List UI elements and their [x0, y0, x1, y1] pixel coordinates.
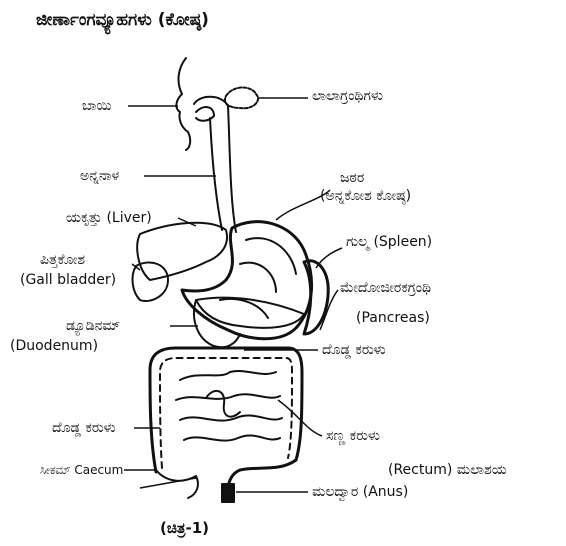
anus-shape	[222, 484, 234, 502]
liver-shape	[137, 223, 227, 280]
label-large-intestine: ದೊಡ್ಡ ಕರುಳು	[322, 342, 386, 358]
large-intestine-shape	[150, 348, 302, 472]
label-duodenum: ಡ್ಯೂಡಿನಮ್	[66, 318, 120, 334]
label-liver: ಯಕೃತ್ತು (Liver)	[66, 210, 152, 226]
rectum-shape	[228, 460, 297, 500]
label-rectum: (Rectum) ಮಲಾಶಯ	[388, 462, 507, 478]
mouth-cavity	[196, 107, 214, 121]
esophagus-tube	[194, 97, 236, 232]
label-stomach: ಜಠರ	[340, 170, 364, 186]
diagram-title: ಜೀರ್ಣಾಂಗವ್ಯೂಹಗಳು (ಕೋಷ್ಠ)	[36, 12, 209, 28]
spleen-shape	[304, 261, 328, 334]
label-gallbladder: ಪಿತ್ತಕೋಶ	[40, 252, 85, 268]
label-gallbladder-en: (Gall bladder)	[20, 272, 116, 288]
label-small-intestine-right: ಸಣ್ಣ ಕರುಳು	[326, 428, 380, 444]
label-pancreas: ಮೇದೋಜೀರಕಗ್ರಂಥಿ	[340, 280, 431, 296]
label-anus: ಮಲದ್ವಾರ (Anus)	[312, 484, 408, 500]
label-salivary-glands: ಲಾಲಾಗ್ರಂಥಿಗಳು	[312, 88, 383, 104]
label-esophagus: ಅನ್ನನಾಳ	[80, 168, 119, 184]
label-caecum: ಸೀಕಮ್ Caecum	[40, 462, 123, 478]
label-stomach-sub: (ಅನ್ನಕೋಶ ಕೋಷ್ಠ)	[320, 188, 411, 204]
label-small-intestine-left: ದೊಡ್ಡ ಕರುಳು	[52, 420, 116, 436]
label-pancreas-en: (Pancreas)	[356, 310, 430, 326]
salivary-gland-shape	[225, 88, 258, 109]
head-outline	[176, 58, 190, 150]
label-mouth: ಬಾಯಿ	[82, 98, 112, 114]
figure-caption: (ಚಿತ್ರ-1)	[160, 520, 209, 536]
label-spleen: ಗುಲ್ಮ (Spleen)	[346, 234, 432, 250]
label-duodenum-en: (Duodenum)	[10, 338, 98, 354]
small-intestine-shape	[176, 371, 282, 441]
